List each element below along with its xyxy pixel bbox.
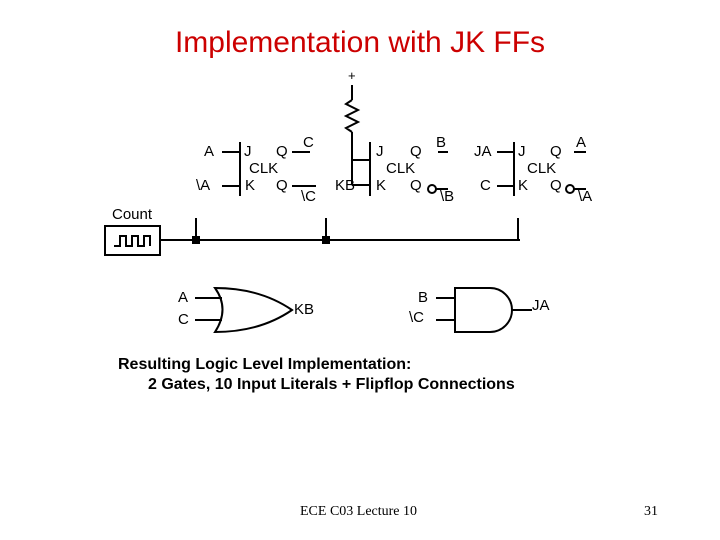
supply-label: + [348,68,356,83]
ff2-clk-junction [322,236,330,244]
ff1-k-input-label: \A [196,177,211,194]
ff3-j-input-label: JA [474,143,492,160]
ff2-j-pin: J [376,143,384,160]
ff2-q-output-label: B [436,134,447,151]
ff3-clk-pin: CLK [527,160,557,177]
ff1-q-pin: Q [276,143,288,160]
ff3-qbar-bubble [565,184,575,194]
or-gate [213,286,294,334]
ff1-j-pin: J [244,143,252,160]
ff2-k-pin: K [376,177,387,194]
and-gate-output-label: JA [532,297,550,314]
slide-title: Implementation with JK FFs [174,26,546,59]
page-number: 31 [644,504,658,519]
clock-waveform [114,235,151,247]
ff3-qbar-pin: Q [550,177,562,194]
ff2-qbar-pin: Q [410,177,422,194]
ff2-qbar-bubble [427,184,437,194]
ff1-qbar-output-label: \C [301,188,316,205]
and-gate-input1-label: B [418,289,429,306]
or-gate-output-label: KB [294,301,315,318]
ff3-q-pin: Q [550,143,562,160]
clock-label: Count [112,206,153,223]
footer-course: ECE C03 Lecture 10 [300,504,418,519]
or-gate-input1-label: A [178,289,189,306]
ff3-j-pin: J [518,143,526,160]
ff1-k-pin: K [245,177,256,194]
ff1-clk-junction [192,236,200,244]
ff2-j-input-label: KB [335,177,356,194]
pullup-resistor [343,99,361,133]
ff1-q-output-label: C [303,134,314,151]
ff2-clk-pin: CLK [386,160,416,177]
ff1-j-input-label: A [204,143,215,160]
ff3-k-pin: K [518,177,529,194]
ff3-k-input-label: C [480,177,491,194]
caption-line1: Resulting Logic Level Implementation: [118,356,412,373]
caption-line2: 2 Gates, 10 Input Literals + Flipflop Co… [148,376,515,393]
or-gate-input2-label: C [178,311,189,328]
ff2-qbar-output-label: \B [440,188,455,205]
ff2-q-pin: Q [410,143,422,160]
and-gate [454,287,513,333]
ff1-clk-pin: CLK [249,160,279,177]
ff1-qbar-pin: Q [276,177,288,194]
ff3-q-output-label: A [576,134,587,151]
ff3-qbar-output-label: \A [578,188,593,205]
and-gate-input2-label: \C [409,309,424,326]
